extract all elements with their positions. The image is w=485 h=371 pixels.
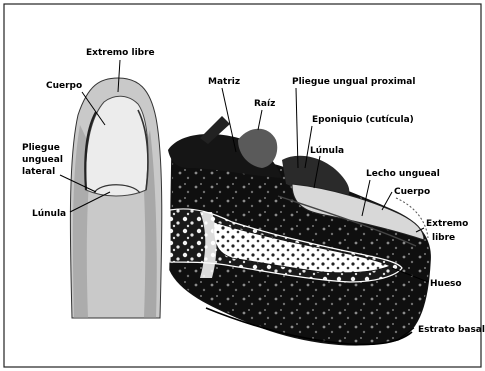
label-cuerpo-right: Cuerpo — [394, 187, 430, 197]
label-eponiquio: Eponiquio (cutícula) — [312, 115, 414, 125]
label-extremo-libre-right-1: Extremo — [426, 219, 468, 229]
label-pliegue-lateral-2: ungueal — [22, 155, 63, 165]
label-lecho-ungueal: Lecho ungueal — [366, 169, 440, 179]
label-matriz: Matriz — [208, 77, 240, 87]
label-extremo-libre-top: Extremo libre — [86, 48, 155, 58]
label-lunula-right: Lúnula — [310, 146, 344, 156]
label-raiz: Raíz — [254, 99, 275, 109]
label-pliegue-lateral-1: Pliegue — [22, 143, 60, 153]
label-hueso: Hueso — [430, 279, 462, 289]
label-lunula-left: Lúnula — [32, 209, 66, 219]
label-extremo-libre-right-2: libre — [432, 233, 455, 243]
label-pliegue-proximal: Pliegue ungual proximal — [292, 77, 415, 87]
finger-dorsal-view — [70, 78, 161, 318]
label-cuerpo-left: Cuerpo — [46, 81, 82, 91]
label-pliegue-lateral-3: lateral — [22, 167, 55, 177]
label-estrato-basal: Estrato basal — [418, 325, 485, 335]
